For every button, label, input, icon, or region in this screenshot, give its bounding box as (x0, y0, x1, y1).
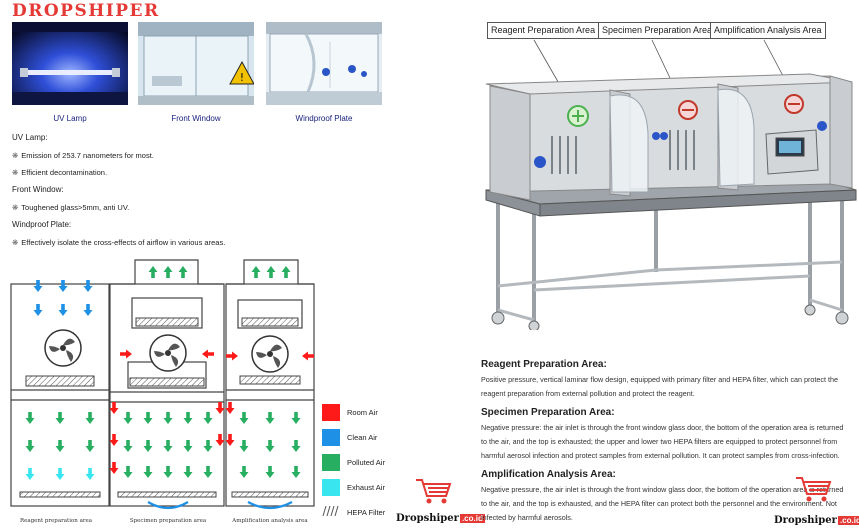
shopping-cart-icon (796, 477, 832, 502)
spec-heading: UV Lamp: (12, 133, 48, 142)
brand-title: DROPSHIPER (12, 1, 160, 21)
bullet-icon: ❋ (12, 203, 19, 212)
photo-caption: UV Lamp (53, 114, 87, 123)
spec-bullet: ❋Toughened glass>5mm, anti UV. (12, 203, 130, 212)
spec-bullet: ❋Efficient decontamination. (12, 168, 108, 177)
spec-heading: Windproof Plate: (12, 220, 72, 229)
area-description-title: Specimen Preparation Area: (481, 407, 615, 418)
watermark-tag: .co.id (459, 514, 485, 523)
area-description-text: Negative pressure, the air inlet is thro… (481, 485, 844, 522)
pcr-cabinet-illustration (485, 39, 857, 330)
legend-item: HEPA Filter (322, 504, 412, 522)
polluted-air-swatch (322, 454, 340, 471)
front-window-photo: ! (138, 22, 254, 105)
legend-item: Clean Air (322, 429, 412, 447)
uv-lamp-photo (12, 22, 128, 105)
legend-item: Room Air (322, 404, 412, 422)
spec-heading: Front Window: (12, 185, 64, 194)
photo-caption: Windproof Plate (295, 114, 353, 123)
hepa-filter-swatch (322, 506, 339, 516)
area-description-text: Positive pressure, vertical laminar flow… (481, 375, 839, 398)
airflow-diagram: Reagent preparation area Specimen prepar… (10, 259, 315, 524)
room-air-swatch (322, 404, 340, 421)
bullet-icon: ❋ (12, 151, 19, 160)
bullet-icon: ❋ (12, 168, 19, 177)
watermark-text: Dropshiper (396, 513, 459, 524)
area-label: Reagent Preparation Area (487, 22, 600, 39)
zone-label: Reagent preparation area (20, 518, 93, 524)
zone-label: Specimen preparation area (130, 518, 207, 524)
spec-bullet: ❋Effectively isolate the cross-effects o… (12, 238, 226, 247)
shopping-cart-icon (416, 479, 452, 504)
zone-label: Amplification analysis area (231, 518, 308, 524)
bullet-icon: ❋ (12, 238, 19, 247)
svg-text:!: ! (240, 71, 244, 84)
area-description-title: Amplification Analysis Area: (481, 469, 616, 480)
legend-item: Polluted Air (322, 454, 412, 472)
photo-caption: Front Window (171, 114, 221, 123)
area-description-title: Reagent Preparation Area: (481, 359, 607, 370)
watermark-tag: .co.id (837, 516, 859, 525)
watermark-right: Dropshiper.co.id (770, 474, 859, 528)
legend-item: Exhaust Air (322, 479, 412, 497)
watermark-text: Dropshiper (774, 515, 837, 526)
clean-air-swatch (322, 429, 340, 446)
area-label: Amplification Analysis Area (710, 22, 826, 39)
area-label: Specimen Preparation Area (598, 22, 717, 39)
spec-bullet: ❋Emission of 253.7 nanometers for most. (12, 151, 154, 160)
windproof-plate-photo (266, 22, 382, 105)
area-description-text: Negative pressure: the air inlet is thro… (481, 423, 844, 460)
watermark-left: Dropshiper.co.id (396, 476, 520, 526)
exhaust-air-swatch (322, 479, 340, 496)
